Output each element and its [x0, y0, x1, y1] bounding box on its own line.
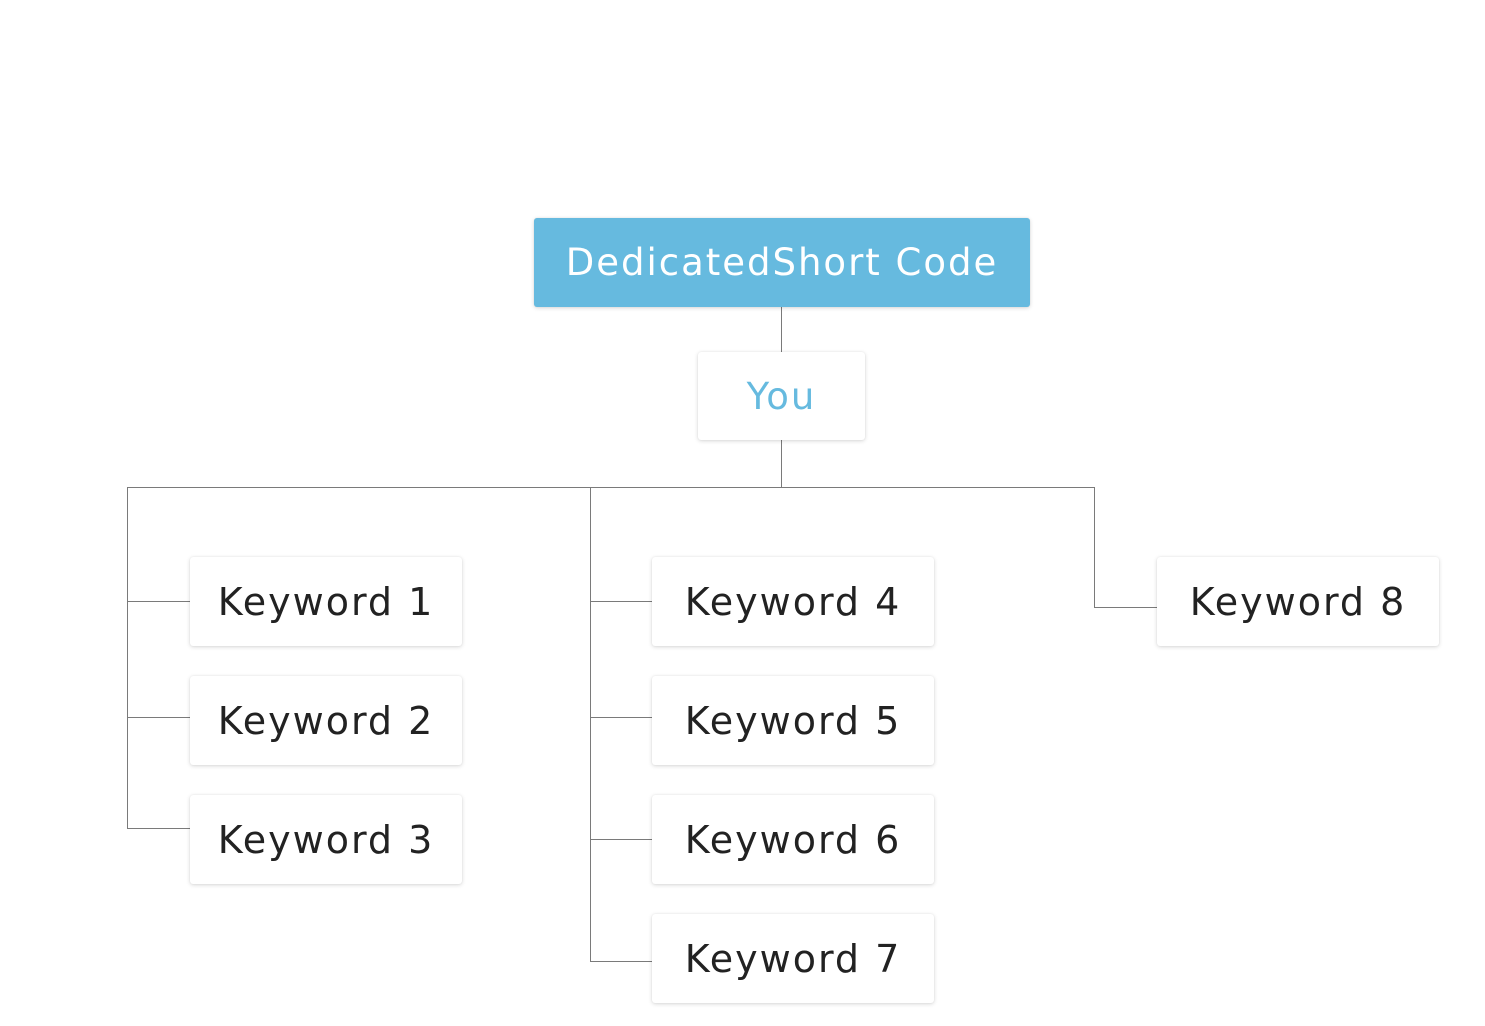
connector-keyword-4 — [590, 601, 652, 602]
keyword-node-6: Keyword 6 — [652, 795, 934, 884]
keyword-node-2: Keyword 2 — [190, 676, 462, 765]
keyword-node-3: Keyword 3 — [190, 795, 462, 884]
keyword-label: Keyword 4 — [684, 579, 902, 624]
connector-keyword-2 — [127, 717, 190, 718]
keyword-label: Keyword 3 — [217, 817, 435, 862]
connector-keyword-7 — [590, 961, 652, 962]
keyword-node-4: Keyword 4 — [652, 557, 934, 646]
keyword-node-7: Keyword 7 — [652, 914, 934, 1003]
keyword-node-5: Keyword 5 — [652, 676, 934, 765]
connector-column-2-trunk — [590, 487, 591, 962]
connector-keyword-6 — [590, 839, 652, 840]
connector-root-to-you — [781, 307, 782, 352]
connector-column-1-trunk — [127, 487, 128, 829]
connector-branch-bar — [127, 487, 1095, 488]
connector-keyword-1 — [127, 601, 190, 602]
connector-keyword-3 — [127, 828, 190, 829]
connector-keyword-5 — [590, 717, 652, 718]
keyword-node-1: Keyword 1 — [190, 557, 462, 646]
keyword-label: Keyword 5 — [684, 698, 902, 743]
connector-keyword-8 — [1094, 607, 1157, 608]
owner-node-label: You — [746, 374, 817, 418]
connector-column-3-trunk — [1094, 487, 1095, 608]
keyword-label: Keyword 8 — [1189, 579, 1407, 624]
root-node-label: DedicatedShort Code — [565, 241, 999, 284]
root-node: DedicatedShort Code — [534, 218, 1030, 307]
keyword-label: Keyword 7 — [684, 936, 902, 981]
connector-you-to-branches — [781, 440, 782, 488]
keyword-label: Keyword 1 — [217, 579, 435, 624]
keyword-label: Keyword 2 — [217, 698, 435, 743]
owner-node: You — [698, 352, 865, 440]
keyword-label: Keyword 6 — [684, 817, 902, 862]
keyword-node-8: Keyword 8 — [1157, 557, 1439, 646]
